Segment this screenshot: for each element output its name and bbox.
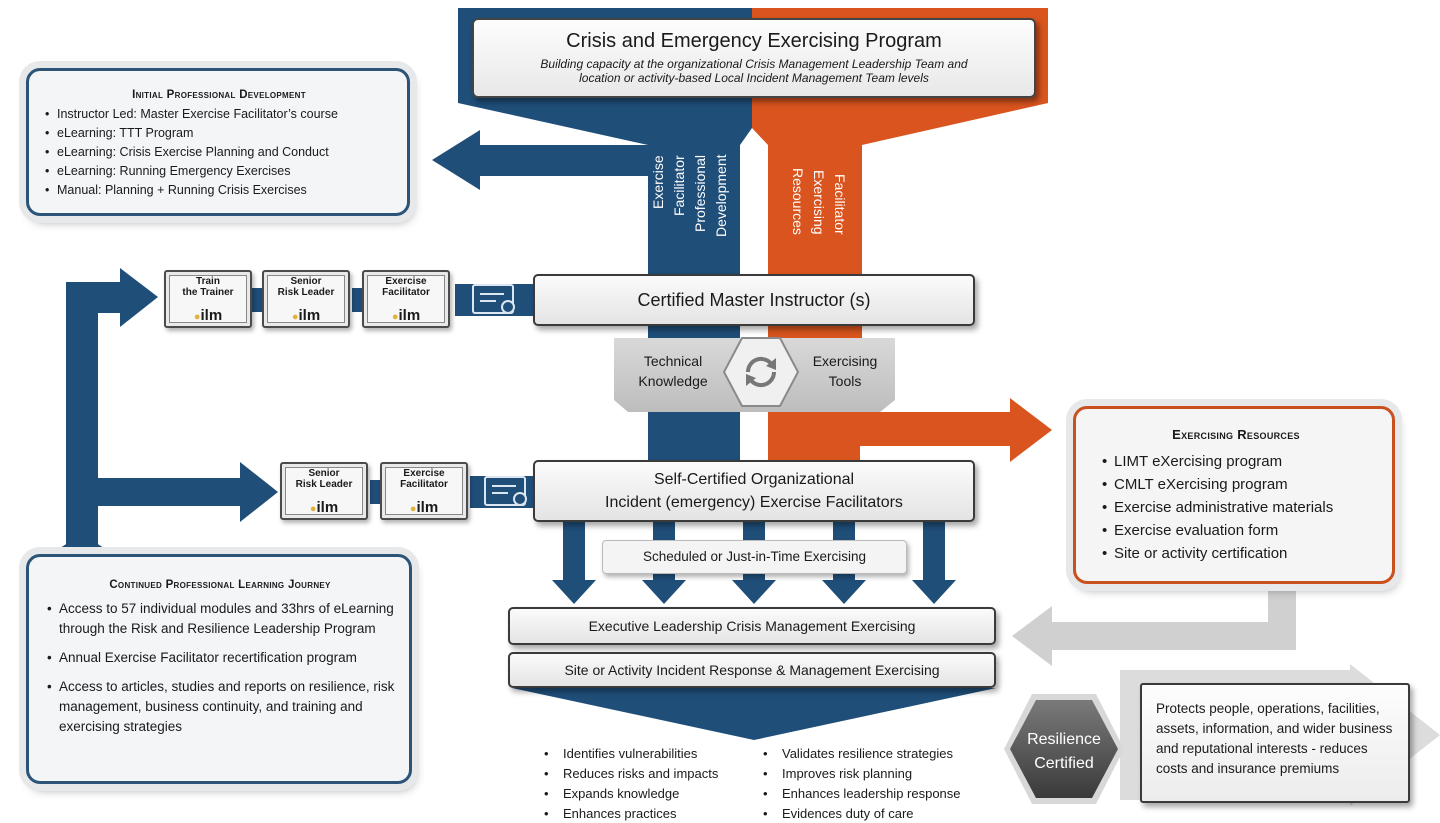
benefits-list-right: • Validates resilience strategies • Impr… <box>763 744 961 823</box>
list-item: eLearning: Running Emergency Exercises <box>43 162 395 181</box>
continued-learning-card: Continued Professional Learning Journey … <box>26 554 412 784</box>
program-subtitle-2: location or activity-based Local Inciden… <box>579 71 929 85</box>
list-item: Manual: Planning + Running Crisis Exerci… <box>43 181 395 200</box>
badge-label: Train the Trainer <box>182 276 234 298</box>
scheduled-exercising-text: Scheduled or Just-in-Time Exercising <box>642 549 867 564</box>
exercising-resources-title: Exercising Resources <box>1172 427 1300 442</box>
badge-senior-risk-leader: Senior Risk Leader ●ilm <box>262 270 350 328</box>
executive-exercising-label: Executive Leadership Crisis Management E… <box>588 618 916 634</box>
program-title: Crisis and Emergency Exercising Program <box>566 30 942 52</box>
scheduled-exercising-label: Scheduled or Just-in-Time Exercising <box>602 540 907 574</box>
list-item: • Expands knowledge <box>544 786 680 801</box>
executive-exercising-bar: Executive Leadership Crisis Management E… <box>508 607 996 645</box>
list-item: LIMT eXercising program <box>1100 450 1380 473</box>
initial-development-card: Initial Professional Development Instruc… <box>26 68 410 216</box>
ilm-logo: ●ilm <box>193 307 223 324</box>
site-exercising-label: Site or Activity Incident Response & Man… <box>564 662 940 678</box>
list-item: • Validates resilience strategies <box>763 746 954 761</box>
list-item: CMLT eXercising program <box>1100 473 1380 496</box>
initial-development-list: Instructor Led: Master Exercise Facilita… <box>43 105 395 200</box>
badge-exercise-facilitator: Exercise Facilitator ●ilm <box>362 270 450 328</box>
list-item: Access to articles, studies and reports … <box>45 677 395 737</box>
feedback-arrow-mid <box>98 462 278 522</box>
resilience-certified-badge <box>1004 694 1124 804</box>
list-item: Site or activity certification <box>1100 542 1380 565</box>
feedback-arrow-top <box>66 268 158 327</box>
arrow-to-initial-development <box>432 130 648 190</box>
badge-gap-3 <box>370 480 380 504</box>
badge-senior-risk-leader: Senior Risk Leader ●ilm <box>280 462 368 520</box>
ilm-logo: ●ilm <box>291 307 321 324</box>
site-exercising-bar: Site or Activity Incident Response & Man… <box>508 652 996 688</box>
list-item: • Improves risk planning <box>763 766 913 781</box>
exercising-resources-card: Exercising Resources LIMT eXercising pro… <box>1073 406 1395 584</box>
self-certified-line2: Incident (emergency) Exercise Facilitato… <box>605 494 903 511</box>
certificate-icon <box>472 284 515 314</box>
self-certified-bar: Self-Certified Organizational Incident (… <box>533 460 975 522</box>
resilience-description-box: Protects people, operations, facilities,… <box>1140 683 1410 803</box>
list-item: • Reduces risks and impacts <box>544 766 719 781</box>
list-item: • Enhances practices <box>544 806 677 821</box>
list-item: Annual Exercise Facilitator recertificat… <box>45 648 395 668</box>
column-label-professional-development: Exercise Facilitator Professional Develo… <box>650 155 729 238</box>
continued-learning-title: Continued Professional Learning Journey <box>109 579 331 591</box>
badge-label: Senior Risk Leader <box>295 468 353 490</box>
resilience-description: Protects people, operations, facilities,… <box>1156 701 1393 776</box>
certificate-icon <box>484 476 527 506</box>
ilm-logo: ●ilm <box>309 499 339 516</box>
grey-return-arrow <box>1012 560 1296 666</box>
list-item: Access to 57 individual modules and 33hr… <box>45 599 395 639</box>
list-item: • Evidences duty of care <box>763 806 914 821</box>
header-box: Crisis and Emergency Exercising Program … <box>472 18 1036 98</box>
exercising-resources-list: LIMT eXercising program CMLT eXercising … <box>1092 450 1380 565</box>
list-item: • Identifies vulnerabilities <box>544 746 698 761</box>
list-item: Exercise administrative materials <box>1100 496 1380 519</box>
badge-gap-2 <box>352 288 362 312</box>
arrow-to-exercising-resources <box>860 398 1052 462</box>
benefits-list-left: • Identifies vulnerabilities • Reduces r… <box>544 744 718 823</box>
feedback-vertical <box>66 298 98 548</box>
list-item: eLearning: TTT Program <box>43 124 395 143</box>
refresh-cycle-icon <box>722 337 800 407</box>
ilm-logo: ●ilm <box>391 307 421 324</box>
list-item: Exercise evaluation form <box>1100 519 1380 542</box>
badge-train-the-trainer: Train the Trainer ●ilm <box>164 270 252 328</box>
initial-development-title: Initial Professional Development <box>132 89 306 101</box>
feedback-arrow-bottom-head <box>60 534 104 548</box>
list-item: eLearning: Crisis Exercise Planning and … <box>43 143 395 162</box>
list-item: Instructor Led: Master Exercise Facilita… <box>43 105 395 124</box>
outcome-chevron <box>512 688 996 740</box>
continued-learning-list: Access to 57 individual modules and 33hr… <box>45 599 395 737</box>
ilm-logo: ●ilm <box>409 499 439 516</box>
exercising-tools-label: Exercising Tools <box>812 353 878 389</box>
resilience-certified-label: Resilience Certified <box>1027 731 1101 772</box>
badge-gap-1 <box>252 288 262 312</box>
badge-label: Senior Risk Leader <box>277 276 335 298</box>
column-label-exercising-resources: Facilitator Exercising Resources <box>790 168 848 235</box>
certified-master-bar: Certified Master Instructor (s) <box>533 274 975 326</box>
technical-knowledge-label: Technical Knowledge <box>638 353 708 389</box>
badge-label: Exercise Facilitator <box>400 468 448 490</box>
badge-exercise-facilitator: Exercise Facilitator ●ilm <box>380 462 468 520</box>
program-subtitle-1: Building capacity at the organizational … <box>540 57 968 71</box>
self-certified-line1: Self-Certified Organizational <box>653 471 855 488</box>
badge-label: Exercise Facilitator <box>382 276 430 298</box>
certified-master-label: Certified Master Instructor (s) <box>637 290 871 310</box>
list-item: • Enhances leadership response <box>763 786 961 801</box>
